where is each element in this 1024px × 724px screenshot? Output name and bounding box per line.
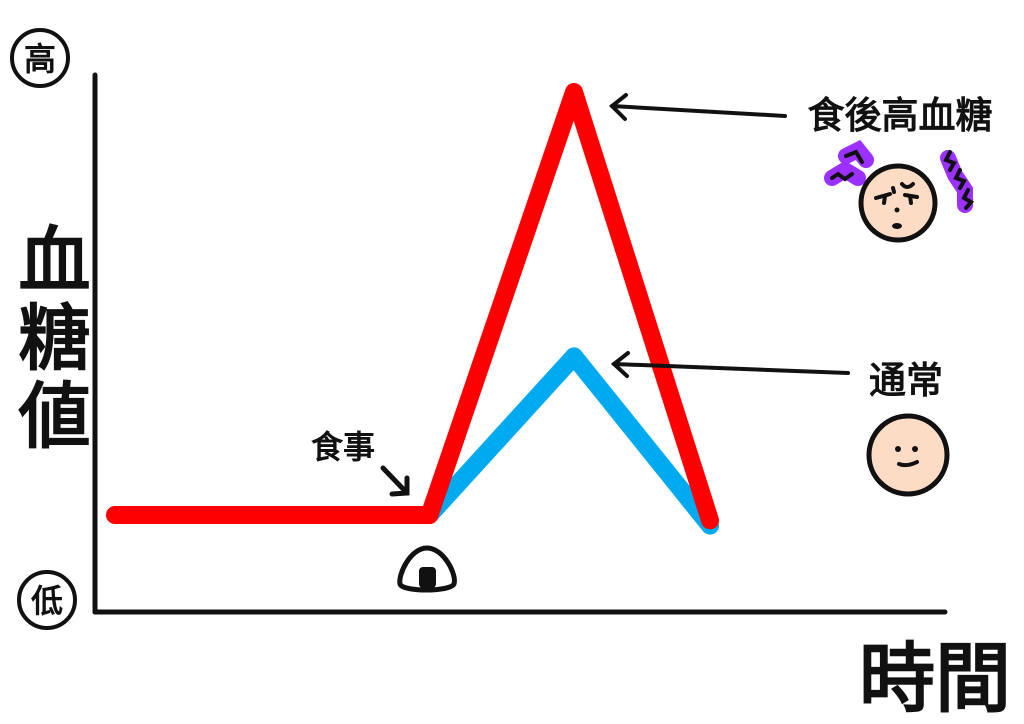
low-marker: 低	[17, 570, 77, 630]
y-axis-title: 血糖値	[6, 222, 91, 456]
x-axis-title: 時間	[859, 634, 1011, 723]
low-label: 低	[31, 582, 63, 620]
postprandial-arrow	[608, 93, 787, 121]
calm-face-icon	[866, 413, 950, 497]
meal-arrow	[380, 465, 410, 497]
normal-label: 通常	[869, 359, 943, 402]
rice-ball-icon	[397, 545, 457, 593]
angry-face-icon	[824, 139, 975, 243]
spike-series-line	[106, 83, 719, 530]
meal-label: 食事	[311, 428, 375, 466]
high-marker: 高	[10, 28, 70, 88]
normal-arrow	[610, 351, 850, 378]
high-label: 高	[24, 40, 56, 78]
normal-series-line	[420, 347, 719, 535]
postprandial-hyperglycemia-label: 食後高血糖	[808, 94, 993, 137]
